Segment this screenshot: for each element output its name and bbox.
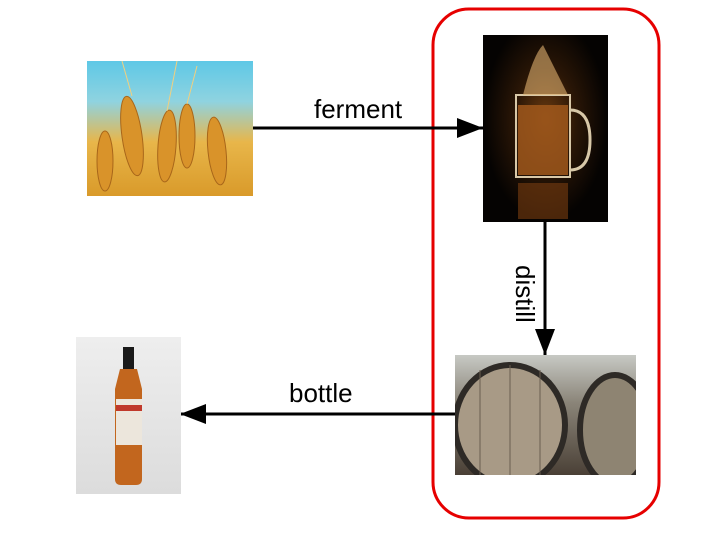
- barrels-image: [455, 355, 636, 475]
- wheat-image: [87, 61, 253, 196]
- edge-label-distill: distill: [510, 265, 540, 323]
- beer-image: [483, 35, 608, 222]
- highlight-box: [431, 7, 661, 520]
- edge-label-bottle: bottle: [289, 378, 353, 408]
- bottle-image: [76, 337, 181, 494]
- edge-label-ferment: ferment: [314, 94, 403, 124]
